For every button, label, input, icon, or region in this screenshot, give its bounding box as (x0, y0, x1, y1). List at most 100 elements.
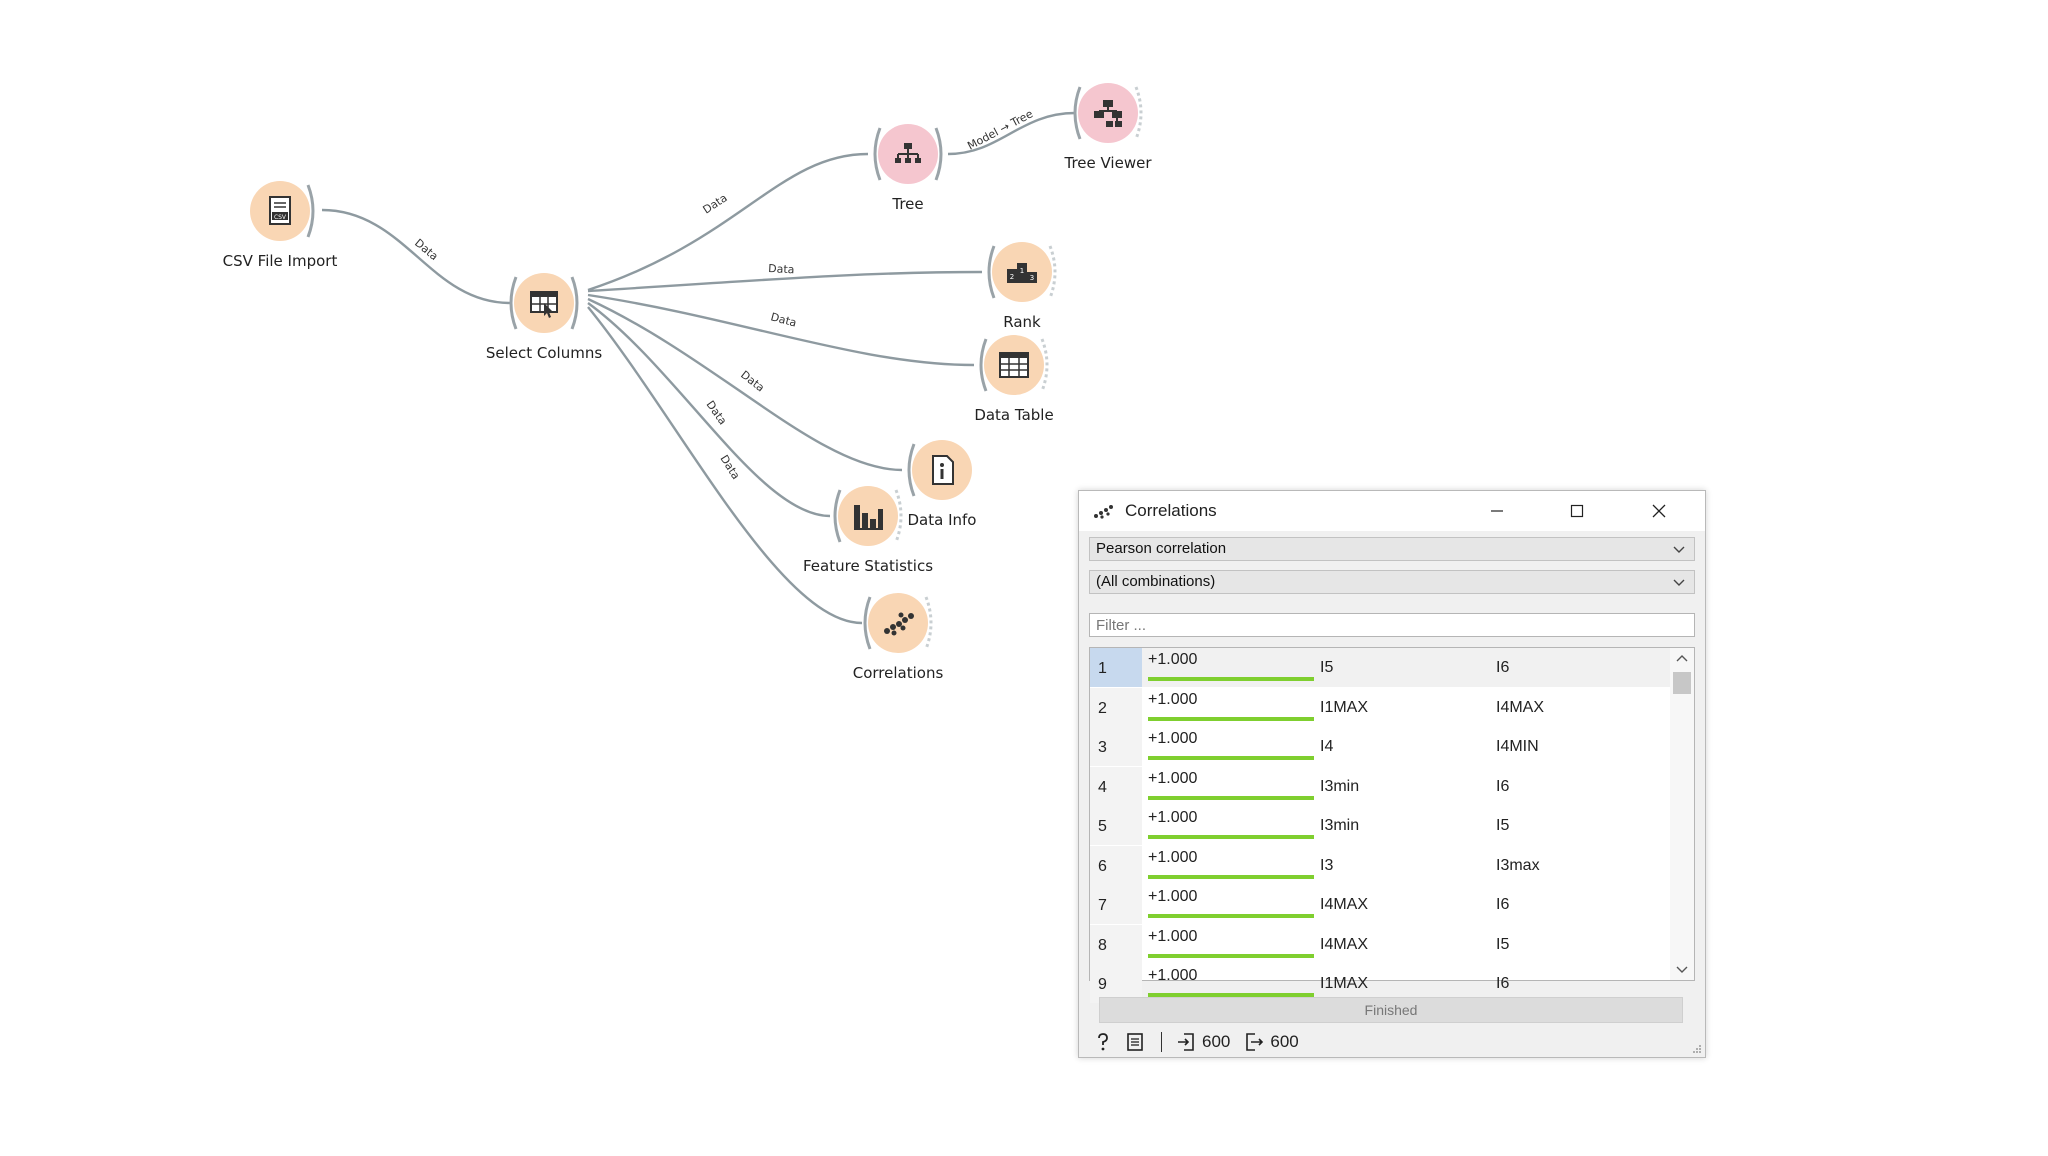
close-button[interactable] (1629, 491, 1689, 531)
link-select-to-info[interactable] (587, 297, 903, 472)
output-port[interactable] (1134, 83, 1148, 143)
correlation-value: +1.000 (1148, 651, 1198, 668)
row-index: 9 (1090, 964, 1142, 1003)
widget-correlations[interactable]: Correlations (798, 590, 998, 682)
widget-rank[interactable]: 2 1 3 Rank (922, 239, 1122, 331)
link-select-to-stats[interactable] (587, 302, 831, 518)
correlation-cell: +1.000 (1142, 648, 1320, 687)
correlations-app-icon (1094, 505, 1113, 519)
widget-data-info[interactable]: Data Info (842, 437, 1042, 529)
correlation-cell: +1.000 (1142, 846, 1320, 885)
output-port[interactable] (894, 486, 908, 546)
resize-grip-icon[interactable] (1692, 1044, 1702, 1054)
input-count: 600 (1202, 1032, 1231, 1051)
input-port[interactable] (974, 335, 988, 395)
correlation-bar (1148, 677, 1314, 681)
widget-node[interactable]: CSV (247, 178, 315, 244)
widget-node[interactable] (833, 483, 903, 549)
link-label-rank: Data (768, 262, 795, 276)
attribute-1: I1MAX (1320, 975, 1369, 992)
link-tree-to-viewer[interactable] (947, 111, 1076, 156)
output-port[interactable] (924, 593, 938, 653)
widget-select-columns[interactable]: Select Columns (444, 270, 644, 362)
svg-text:2: 2 (1010, 273, 1014, 281)
correlation-method-select[interactable]: Pearson correlation (1089, 537, 1695, 561)
maximize-icon (1570, 504, 1584, 518)
scrollbar-thumb[interactable] (1673, 672, 1691, 694)
svg-text:1: 1 (1020, 267, 1024, 275)
input-port[interactable] (982, 242, 996, 302)
widget-tree[interactable]: Tree (808, 121, 1008, 213)
attribute-1: I3 (1320, 857, 1334, 874)
widget-node[interactable]: 2 1 3 (987, 239, 1057, 305)
widget-label: Data Info (907, 511, 977, 529)
output-port[interactable] (1040, 335, 1054, 395)
attribute-2: I6 (1496, 896, 1510, 913)
window-titlebar[interactable]: Correlations (1079, 491, 1705, 531)
scroll-up-icon[interactable] (1675, 652, 1689, 666)
correlations-window[interactable]: Correlations Pearson correlation (All co… (1078, 490, 1706, 1058)
scroll-down-icon[interactable] (1675, 962, 1689, 976)
output-port[interactable] (934, 124, 948, 184)
vertical-scrollbar[interactable] (1670, 648, 1694, 980)
attribute-1: I4MAX (1320, 936, 1369, 953)
input-port[interactable] (504, 273, 518, 333)
widget-node[interactable] (1073, 80, 1143, 146)
correlation-cell: +1.000 (1142, 964, 1320, 1003)
widget-feature-statistics[interactable]: Feature Statistics (768, 483, 968, 575)
correlation-value: +1.000 (1148, 770, 1198, 787)
input-port[interactable] (858, 593, 872, 653)
attribute-2: I6 (1496, 648, 1670, 687)
widget-node[interactable] (907, 437, 975, 503)
widget-node[interactable] (863, 590, 933, 656)
attribute-2: I6 (1496, 778, 1510, 795)
correlation-value: +1.000 (1148, 888, 1198, 905)
scatter-icon (884, 612, 914, 636)
output-port[interactable] (570, 273, 584, 333)
row-index: 7 (1090, 885, 1142, 924)
correlation-bar (1148, 835, 1314, 839)
report-icon[interactable] (1125, 1032, 1145, 1052)
filter-input[interactable] (1089, 613, 1695, 637)
help-icon[interactable] (1093, 1032, 1113, 1052)
correlation-value: +1.000 (1148, 967, 1198, 984)
link-csv-to-select[interactable] (321, 208, 511, 305)
row-index: 4 (1090, 767, 1142, 806)
widget-label: Feature Statistics (802, 557, 934, 575)
attribute-2: I4MAX (1496, 699, 1545, 716)
link-select-to-rank[interactable] (587, 270, 983, 293)
attribute-1: I3min (1320, 778, 1360, 795)
widget-node[interactable] (979, 332, 1049, 398)
input-port[interactable] (868, 124, 882, 184)
table-row[interactable]: 4 +1.000 I3min I6 (1090, 767, 1670, 806)
widget-label: Data Table (974, 406, 1054, 424)
widget-csv-file-import[interactable]: CSV CSV File Import (180, 178, 380, 270)
output-port[interactable] (1048, 242, 1062, 302)
link-select-to-tree[interactable] (587, 152, 869, 292)
widget-tree-viewer[interactable]: Tree Viewer (1008, 80, 1208, 172)
widget-data-table[interactable]: Data Table (914, 332, 1114, 424)
row-index: 6 (1090, 846, 1142, 885)
close-icon (1652, 504, 1666, 518)
output-port[interactable] (306, 181, 320, 241)
maximize-button[interactable] (1547, 491, 1607, 531)
widget-node[interactable] (509, 270, 579, 336)
widget-node[interactable] (873, 121, 943, 187)
input-port[interactable] (828, 486, 842, 546)
input-port[interactable] (902, 440, 916, 500)
feature-select[interactable]: (All combinations) (1089, 570, 1695, 594)
minimize-button[interactable] (1467, 491, 1527, 531)
input-port[interactable] (1068, 83, 1082, 143)
link-select-to-corr[interactable] (587, 306, 863, 625)
link-select-to-table[interactable] (587, 293, 975, 367)
